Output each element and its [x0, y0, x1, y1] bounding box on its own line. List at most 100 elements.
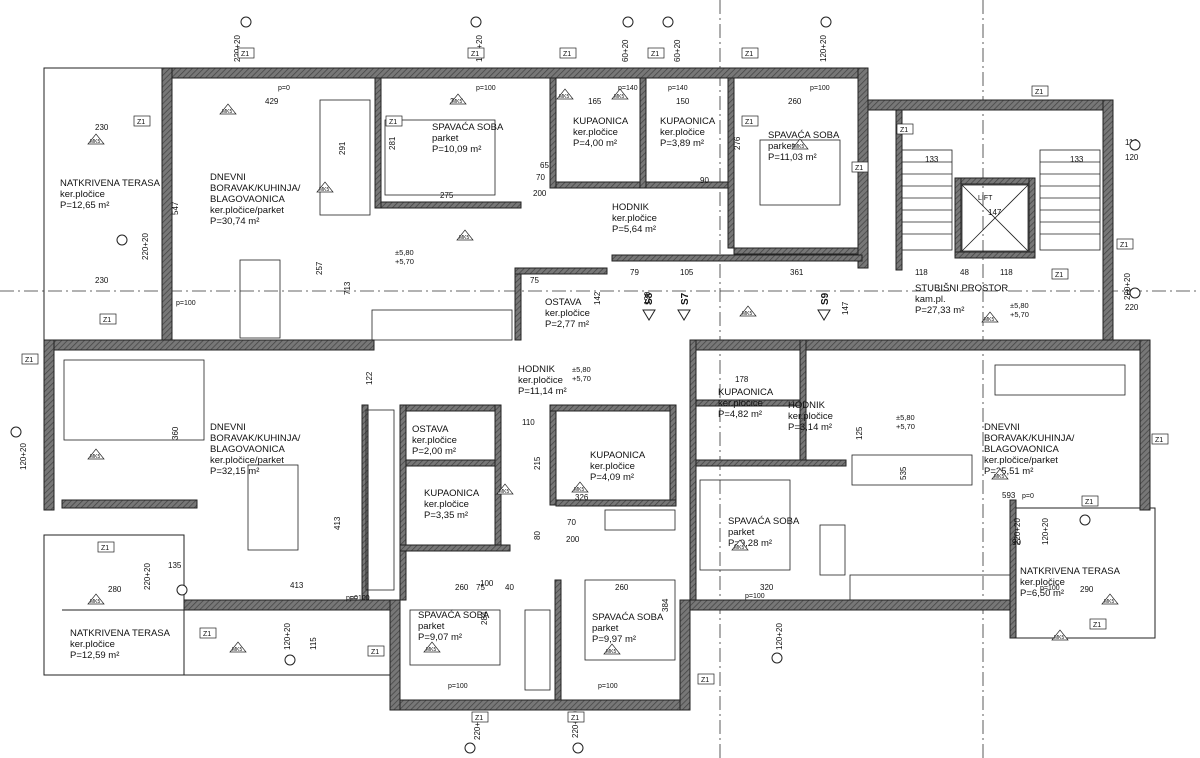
room-spavaca-4-line-1: parket [418, 621, 445, 632]
wall-tag-13: Z1 [99, 313, 117, 325]
dimension-d-275: 275 [440, 191, 454, 200]
room-dnevni-2-line-0: DNEVNI [210, 422, 246, 433]
dimension-d-120c: 120 [643, 291, 652, 305]
wall-stair-right [1102, 99, 1114, 341]
room-terasa-sw-line-1: ker.pločice [70, 639, 115, 650]
dimension-d-200a: 200 [533, 189, 547, 198]
floor-tag-18: MK5 [229, 641, 247, 653]
floor-tag-text: MK5 [426, 647, 437, 653]
room-hodnik-3-line-1: ker.pločice [788, 411, 833, 422]
room-terasa-sw-line-2: P=12,59 m² [70, 650, 119, 661]
dimension-d-593: 593 [1002, 491, 1016, 500]
wall-tag-17: Z1 [97, 541, 115, 553]
dimension-d-135: 135 [168, 561, 182, 570]
axis-bubble-3 [662, 16, 674, 28]
room-terasa-nw-line-2: P=12,65 m² [60, 200, 109, 211]
room-stubisni-line-0: STUBIŠNI PROSTOR [915, 283, 1008, 294]
room-kupaonica-4-line-1: ker.pločice [590, 461, 635, 472]
floor-tag-text: MK5 [499, 489, 510, 495]
section-mark-s7: S7 [680, 292, 691, 305]
room-spavaca-5-line-2: P=9,97 m² [592, 634, 636, 645]
wall-tag-19: Z1 [367, 645, 385, 657]
window-size-w10: 220+20 [473, 713, 482, 740]
terraces [43, 67, 1156, 676]
room-ostava-2-line-2: P=2,00 m² [412, 446, 456, 457]
dimension-d-133b: 133 [1070, 155, 1084, 164]
dimension-d-276: 276 [733, 136, 742, 150]
wall-tag-text: Z1 [475, 715, 483, 722]
wall-tag-text: Z1 [1155, 437, 1163, 444]
room-spavaca-1-line-1: parket [432, 133, 459, 144]
dimension-d-75b: 75 [476, 583, 485, 592]
window-size-w14: 220+20 [1013, 518, 1022, 545]
opening-o9: p=100 [598, 683, 618, 690]
floor-tag-text: MK5 [742, 311, 753, 317]
room-dnevni-1-line-3: ker.pločice/parket [210, 205, 284, 216]
sofa-2 [63, 359, 205, 441]
dimension-d-150: 150 [676, 97, 690, 106]
room-hodnik-2-line-2: P=11,14 m² [518, 386, 567, 397]
kitchen-counter-2 [365, 409, 395, 591]
axis-bubble-5 [1129, 139, 1141, 151]
level-lv2: ±5,80 [572, 365, 591, 374]
wall-tag-text: Z1 [101, 545, 109, 552]
wall-tag-21: Z1 [567, 711, 585, 723]
floor-tag-text: MK5 [994, 474, 1005, 480]
wall-tag-3: Z1 [647, 47, 665, 59]
wall-tag-23: Z1 [1089, 618, 1107, 630]
dimension-d-413b: 413 [290, 581, 304, 590]
dimension-d-165: 165 [588, 97, 602, 106]
dimension-d-384: 384 [661, 598, 670, 612]
dimension-d-215a: 215 [533, 456, 542, 470]
opening-o2: p=140 [618, 85, 638, 92]
axis-bubble-4 [820, 16, 832, 28]
floor-tag-text: MK5 [90, 599, 101, 605]
bed-4 [409, 609, 501, 666]
window-size-w12: 120+20 [775, 623, 784, 650]
dimension-d-79: 79 [630, 268, 639, 277]
wall-lower-left [43, 339, 55, 511]
floor-tag-5: MK5 [791, 138, 809, 150]
dimension-d-200b: 200 [566, 535, 580, 544]
window-size-w7: 120+20 [19, 443, 28, 470]
wall-tag-5: Z1 [1031, 85, 1049, 97]
room-dnevni-3-line-0: DNEVNI [984, 422, 1020, 433]
wall-mid-right [689, 339, 1151, 351]
wall-tag-text: Z1 [745, 119, 753, 126]
dimension-d-133a: 133 [925, 155, 939, 164]
room-spavaca-1-line-0: SPAVAĆA SOBA [432, 122, 504, 133]
wall-tag-14: Z1 [21, 353, 39, 365]
window-size-w3: 60+20 [621, 39, 630, 62]
floor-tag-15: MK5 [423, 641, 441, 653]
dimension-d-260b: 260 [615, 583, 629, 592]
dimension-d-413a: 413 [333, 516, 342, 530]
kitchen-counter-3 [849, 574, 1011, 601]
dimension-d-48: 48 [960, 268, 969, 277]
kitchen-counter-1 [371, 309, 513, 341]
level-lv1: ±5,80 [395, 248, 414, 257]
wall-tag-text: Z1 [471, 51, 479, 58]
room-spavaca-2-line-0: SPAVAĆA SOBA [768, 130, 840, 141]
room-terasa-se-line-2: P=6,50 m² [1020, 588, 1064, 599]
sofa-1 [319, 99, 371, 216]
opening-o8: p=0 [1022, 493, 1034, 500]
floor-tag-6: MK5 [456, 229, 474, 241]
room-terasa-nw-line-1: ker.pločice [60, 189, 105, 200]
floor-tag-text: MK5 [90, 454, 101, 460]
dimension-d-429: 429 [265, 97, 279, 106]
wall-tag-text: Z1 [389, 119, 397, 126]
room-kupaonica-3-line-2: P=3,35 m² [424, 510, 468, 521]
axis-bubble-9 [176, 584, 188, 596]
window-size-w1: 220+20 [233, 35, 242, 62]
room-dnevni-3-line-3: ker.pločice/parket [984, 455, 1058, 466]
opening-o6: p=100 [350, 595, 370, 602]
wall-tag-text: Z1 [371, 649, 379, 656]
section-mark-s9: S9 [820, 292, 831, 305]
room-ostava-1-line-0: OSTAVA [545, 297, 582, 308]
room-terasa-nw-line-0: NATKRIVENA TERASA [60, 178, 161, 189]
dimension-d-118b: 118 [1000, 268, 1013, 277]
sofa-3 [994, 364, 1126, 396]
wall-tag-9: Z1 [851, 161, 869, 173]
